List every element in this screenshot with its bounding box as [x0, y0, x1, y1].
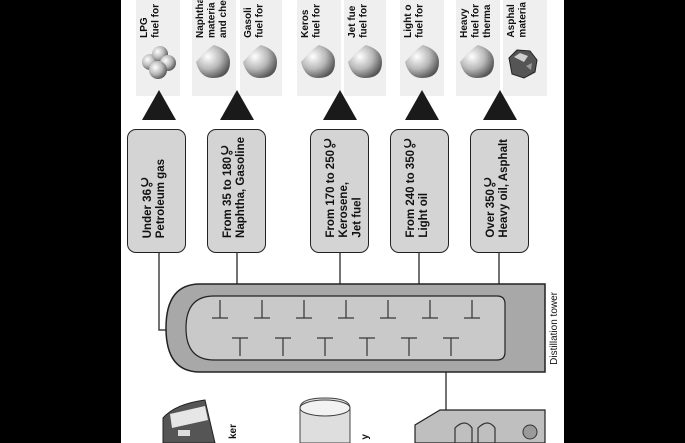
up-arrow-triangle-icon [323, 90, 357, 120]
product-use: fuel for [150, 4, 162, 38]
product-name: Heavy [459, 8, 470, 38]
fraction-label: Jet fuel [351, 197, 364, 238]
refinery-label: y [360, 434, 371, 440]
product-name: Asphal [506, 4, 517, 38]
fraction-temp: From 240 to 350℃ [405, 136, 417, 238]
product-use: fuel for [311, 4, 323, 38]
fraction-temp: From 35 to 180℃ [222, 142, 234, 238]
product-name: Gasoli [243, 7, 254, 38]
product-use: materia [517, 2, 529, 38]
up-arrow-triangle-icon [220, 90, 254, 120]
up-arrow-triangle-icon [405, 90, 439, 120]
product-name: LPG [139, 17, 150, 38]
fraction-label: Light oil [418, 193, 431, 238]
product-use: therma [482, 4, 493, 38]
fraction-label: Heavy oil, Asphalt [498, 139, 511, 238]
product-use: fuel for [470, 4, 482, 38]
product-name: Keros [300, 9, 311, 38]
fraction-temp: From 170 to 250℃ [325, 136, 337, 238]
fraction-temp: Under 36℃ [142, 174, 154, 238]
fraction-label: Naphtha, Gasoline [235, 137, 248, 238]
distillation-tower-label: Distillation tower [549, 292, 560, 365]
up-arrow-triangle-icon [483, 90, 517, 120]
up-arrow-triangle-icon [142, 90, 176, 120]
product-use: fuel for [358, 4, 370, 38]
product-name: Jet fue [347, 5, 358, 38]
fraction-label: Kerosene, [338, 182, 351, 238]
product-name: Light o [403, 4, 414, 38]
tanker-label: ker [228, 424, 239, 440]
product-use: fuel for [254, 4, 266, 38]
product-use: materia [206, 2, 218, 38]
product-use: and che [218, 0, 229, 38]
product-name: Naphtha [195, 0, 206, 38]
fraction-temp: Over 350℃ [485, 175, 497, 238]
product-use: fuel for [414, 4, 426, 38]
fraction-label: Petroleum gas [155, 158, 168, 238]
